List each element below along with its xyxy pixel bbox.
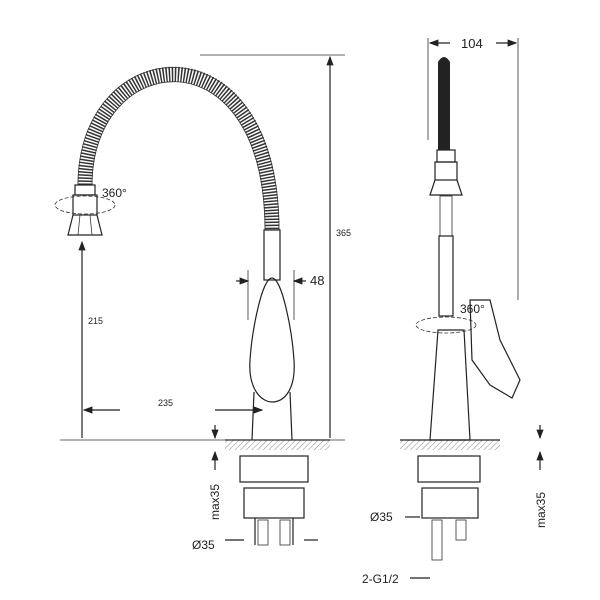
width-label: 104 bbox=[461, 36, 483, 51]
flexible-hose bbox=[77, 66, 280, 231]
rotation-label: 360° bbox=[102, 186, 127, 200]
reach-label: 235 bbox=[158, 398, 173, 408]
spray-head bbox=[67, 184, 103, 236]
rotation-indicator bbox=[54, 195, 116, 215]
front-rotation-label: 360° bbox=[460, 302, 485, 316]
front-body bbox=[429, 329, 471, 441]
spout-height-label: 215 bbox=[88, 316, 103, 326]
mounting-nut bbox=[239, 455, 309, 546]
side-view: 360° 365 215 235 48 max35 bbox=[54, 54, 351, 552]
max-thickness-label: max35 bbox=[208, 484, 222, 520]
front-stem bbox=[438, 235, 454, 317]
countertop bbox=[225, 440, 330, 450]
hose-top bbox=[438, 57, 450, 150]
spout-stem bbox=[263, 229, 281, 281]
front-hole-diameter-label: Ø35 bbox=[370, 510, 393, 524]
front-max-thickness-label: max35 bbox=[534, 492, 548, 528]
front-view: 104 360° Ø35 max35 2-G1/2 bbox=[362, 36, 548, 586]
height-total-label: 365 bbox=[336, 228, 351, 238]
body-width-label: 48 bbox=[310, 273, 324, 288]
faucet-body bbox=[249, 277, 295, 403]
connection-label: 2-G1/2 bbox=[362, 572, 399, 586]
hole-diameter-label: Ø35 bbox=[192, 538, 215, 552]
lever-handle bbox=[469, 299, 521, 399]
